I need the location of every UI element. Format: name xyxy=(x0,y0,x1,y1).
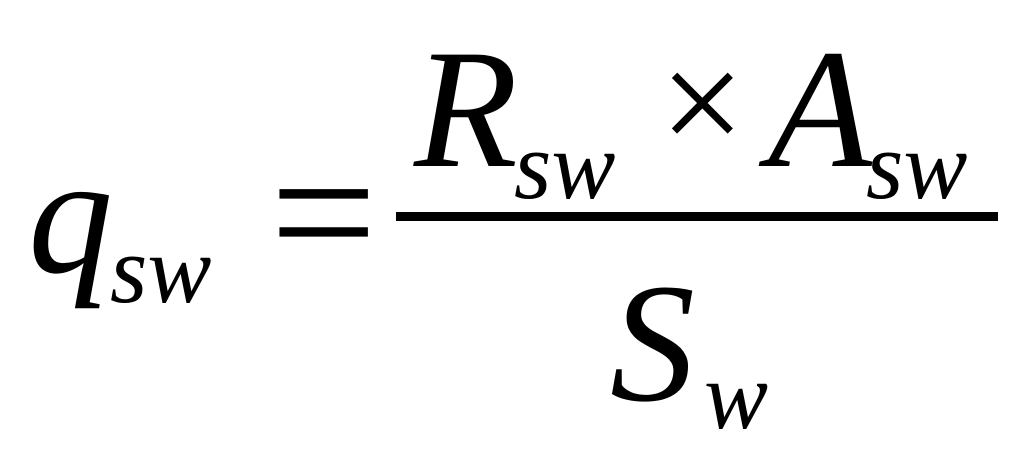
lhs-subscript: sw xyxy=(110,216,212,323)
equals-sign: = xyxy=(270,108,378,318)
multiplication-sign: × xyxy=(660,20,745,186)
numerator-symbol-a: A xyxy=(768,15,872,203)
numerator-a-subscript: sw xyxy=(866,112,968,219)
numerator-r-subscript: sw xyxy=(514,112,616,219)
denominator-subscript: w xyxy=(704,342,769,449)
numerator-symbol-r: R xyxy=(414,15,518,203)
denominator-symbol-s: S xyxy=(610,249,695,437)
fraction-bar xyxy=(396,212,998,221)
lhs-symbol-q: q xyxy=(28,121,113,309)
